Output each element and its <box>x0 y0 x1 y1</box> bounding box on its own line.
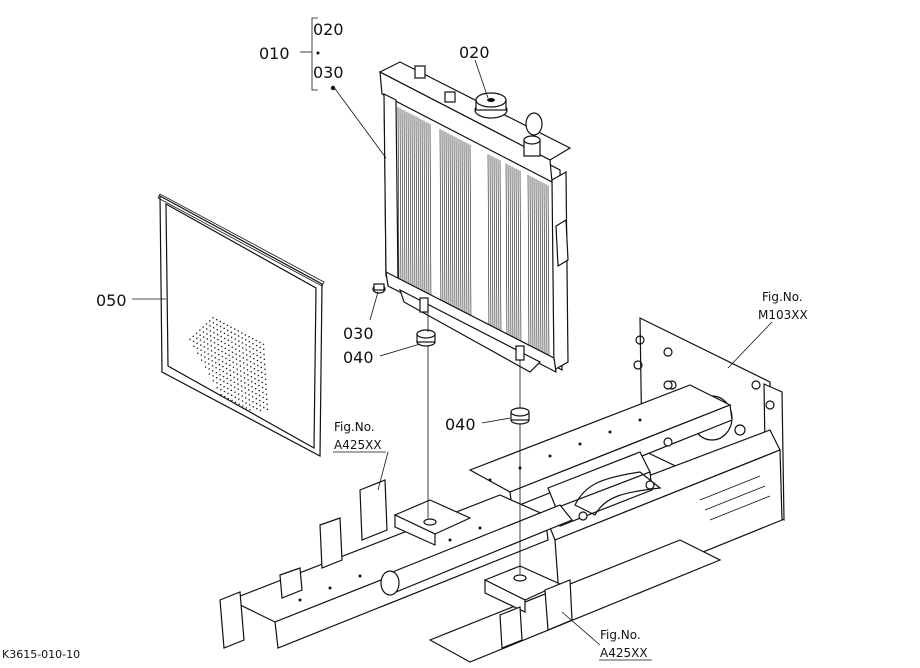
callout-020-cap: 020 <box>459 43 490 62</box>
callout-040-left: 040 <box>343 348 374 367</box>
leader-lines <box>132 17 773 646</box>
callout-050: 050 <box>96 291 127 310</box>
callout-040-right: 040 <box>445 415 476 434</box>
callout-030-group: 030 <box>313 63 344 82</box>
drawing-number: K3615-010-10 <box>2 648 80 661</box>
callout-020-group: 020 <box>313 20 344 39</box>
radiator-screen <box>157 193 325 457</box>
cushion-040-left <box>416 329 436 347</box>
fig-ref-left-line2: A425XX <box>334 438 382 452</box>
fig-ref-top-right-line2: M103XX <box>758 308 808 322</box>
fig-ref-bottom-line1: Fig.No. <box>600 628 641 642</box>
fig-ref-top-right-line1: Fig.No. <box>762 290 803 304</box>
fig-ref-bottom-line2: A425XX <box>600 646 648 660</box>
bolt-030 <box>372 283 386 294</box>
cushion-040-right <box>510 407 530 425</box>
callout-010: 010 <box>259 44 290 63</box>
fig-ref-left-line1: Fig.No. <box>334 420 375 434</box>
callout-030-bolt: 030 <box>343 324 374 343</box>
radiator-assembly <box>378 61 572 374</box>
machine-frame <box>219 317 785 663</box>
